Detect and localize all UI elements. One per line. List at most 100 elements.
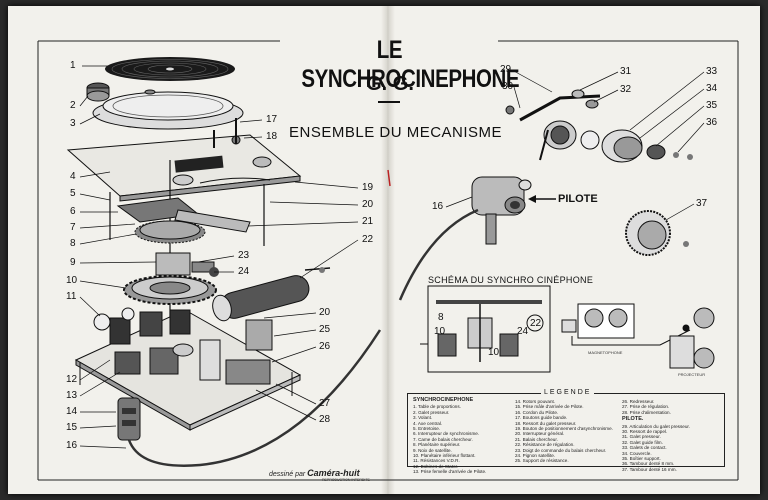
- legend-item: 12. Bobines de Stator.: [413, 463, 459, 469]
- credit-subline: REPRODUCTION INTERDITE: [322, 478, 370, 482]
- callout-number: 30: [502, 81, 514, 92]
- callout-number: 13: [66, 390, 78, 401]
- callout-number: 24: [238, 266, 250, 277]
- legend-column-2: 14. Rotors pouvant. 15. Prise mâle d'arr…: [515, 399, 613, 464]
- callout-number: 19: [362, 182, 374, 193]
- legend-item: 5. Entretoise.: [413, 426, 441, 432]
- callout-number: 6: [70, 206, 76, 217]
- callout-number: 4: [70, 171, 76, 182]
- lower-gear: [123, 275, 217, 305]
- legend-item: 16. Cordon du Pilote.: [515, 409, 559, 415]
- legend-item: 14. Rotors pouvant.: [515, 399, 556, 404]
- top-plate: [66, 118, 302, 202]
- page-title: LE SYNCHROCINEPHONE: [301, 36, 520, 93]
- legend-item: 33. Galets de contact.: [622, 445, 667, 451]
- callout-number: 14: [66, 406, 78, 417]
- record-disc: [105, 57, 235, 81]
- legend-item: 13. Prise femelle d'arrivée de Pilote.: [413, 469, 487, 475]
- callout-number: 16: [66, 440, 78, 451]
- callout-number: 22: [362, 234, 374, 245]
- legend-item: 32. Galet guide film.: [622, 439, 663, 445]
- callout-number: 17: [266, 114, 278, 125]
- legend-item: 36. Tambour denté 8 mm.: [622, 461, 675, 467]
- callout-number: 18: [266, 131, 278, 142]
- callout-number: 25: [319, 324, 331, 335]
- legend-item: 17. Boutons guide bande.: [515, 415, 568, 421]
- callout-number: 34: [706, 83, 718, 94]
- legend-heading: PILOTE.: [622, 416, 644, 423]
- legend-column-3: 26. Redresseur. 27. Prise de régulation.…: [622, 399, 690, 472]
- legend-item: 25. Support de résistance.: [515, 458, 569, 464]
- page-mark: [387, 169, 391, 187]
- magnetophone-caption: MAGNETOPHONE: [588, 350, 623, 355]
- callout-number: 23: [238, 250, 250, 261]
- legend-item: 11. Résistances V.D.R.: [413, 458, 460, 464]
- upper-gear: [134, 220, 206, 244]
- title-divider: [378, 101, 400, 103]
- callout-number: 20: [362, 199, 374, 210]
- callout-number: 26: [319, 341, 331, 352]
- callout-number: 20: [319, 307, 331, 318]
- legend-item: 31. Galet presseur.: [622, 434, 661, 440]
- legend-item: 3. Volant.: [413, 415, 433, 421]
- legend-item: 29. Articulation du galet presseur.: [622, 423, 690, 429]
- regulation-resistor: [212, 267, 331, 322]
- pressure-roller: [86, 82, 110, 102]
- callout-number: 32: [620, 84, 632, 95]
- setup-schematic: [561, 303, 715, 369]
- schematic-title: SCHÉMA DU SYNCHRO CINÉPHONE: [428, 275, 594, 285]
- legend-item: 7. Came de balais chercheur.: [413, 436, 473, 442]
- legend-item: 20. Interrupteur général.: [515, 431, 565, 437]
- leader-lines: [79, 65, 705, 449]
- legend-title: LEGENDE: [541, 389, 595, 396]
- callout-number: 35: [706, 100, 718, 111]
- legend-column-1: SYNCHROCINEPHONE 1. Table de proportions…: [413, 397, 487, 475]
- legend-item: 21. Balais chercheur.: [515, 436, 558, 442]
- legend-item: 10. Planétaire inférieur flottant.: [413, 453, 476, 459]
- legend-item: 1. Table de proportions.: [413, 404, 461, 410]
- flywheel: [92, 89, 244, 130]
- legend-item: 37. Tambour denté 16 mm.: [622, 466, 677, 472]
- page-gutter: [381, 6, 395, 494]
- legend-item: 27. Prise de régulation.: [622, 404, 670, 410]
- legend-item: 8. Planétaire supérieur.: [413, 442, 461, 448]
- legend-item: 18. Ressort du galet presseur.: [515, 420, 577, 426]
- schematic-number: 24: [517, 326, 529, 337]
- callout-number: 21: [362, 216, 374, 227]
- callout-number: 31: [620, 66, 632, 77]
- base-plate: [74, 307, 302, 431]
- callout-number: 10: [66, 275, 78, 286]
- callout-number: 29: [500, 64, 512, 75]
- callout-number: 7: [70, 222, 76, 233]
- credit-line: dessiné par Caméra-huit: [269, 468, 360, 478]
- callout-number: 12: [66, 374, 78, 385]
- callout-number: 15: [66, 422, 78, 433]
- pilot-exploded: [505, 89, 693, 256]
- legend-item: 35. Boîtier support.: [622, 456, 661, 462]
- legend-item: 34. Couvercle.: [622, 450, 652, 456]
- callout-number: 33: [706, 66, 718, 77]
- callout-number: 16: [432, 201, 444, 212]
- legend-item: 22. Résistance de régulation.: [515, 442, 575, 448]
- callout-number: 1: [70, 60, 76, 71]
- callout-number: 37: [696, 198, 708, 209]
- legend-item: 15. Prise mâle d'arrivée de Pilote.: [515, 404, 584, 410]
- callout-number: 3: [70, 118, 76, 129]
- legend-item: 28. Prise d'alimentation.: [622, 409, 671, 415]
- callout-number: 11: [66, 291, 77, 302]
- legend-item: 9. Noix de satellite.: [413, 447, 452, 453]
- legend-item: 4. Axe central.: [413, 420, 443, 426]
- legend-item: 26. Redresseur.: [622, 399, 655, 404]
- legend-item: 6. Interrupteur de synchronisme.: [413, 431, 480, 437]
- schematic-number: 22: [530, 318, 542, 329]
- credit-prefix: dessiné par: [269, 471, 306, 478]
- callout-number: 28: [319, 414, 331, 425]
- legend-item: 2. Galet presseur.: [413, 409, 450, 415]
- legend-item: 19. Bouton de positionnement d'asynchron…: [515, 426, 613, 432]
- legend-item: 23. Doigt de commande du balais chercheu…: [515, 447, 607, 453]
- schematic-number: 10: [488, 347, 500, 358]
- pilot-assembled: [398, 176, 556, 301]
- callout-number: 9: [70, 257, 76, 268]
- credit-name: Caméra-huit: [307, 468, 360, 478]
